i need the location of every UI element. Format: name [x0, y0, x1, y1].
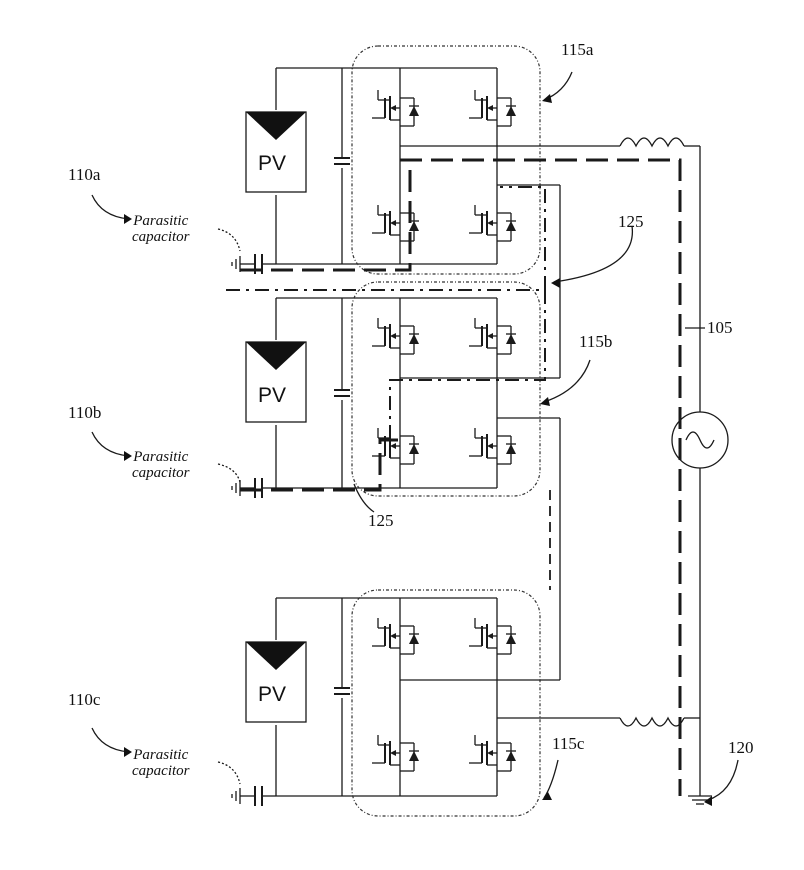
parasitic-label-b-line1: Parasitic	[133, 449, 189, 465]
label-panel-b: 110b	[68, 403, 102, 422]
parasitic-label-c-line2: capacitor	[132, 763, 190, 779]
parasitic-label-c: Parasitic capacitor	[132, 747, 190, 779]
pv-label-c: PV	[258, 683, 287, 706]
parasitic-label-b-line2: capacitor	[132, 465, 190, 481]
parasitic-label-a-line2: capacitor	[132, 229, 190, 245]
label-grid: 105	[707, 318, 733, 337]
parasitic-capacitors	[231, 253, 276, 807]
parasitic-label-c-line1: Parasitic	[133, 747, 189, 763]
leakage-paths	[226, 158, 682, 796]
inverter-b	[245, 281, 541, 497]
pv-label-b: PV	[258, 384, 287, 407]
label-path-bottom: 125	[368, 511, 394, 530]
label-path-top: 125	[618, 212, 644, 231]
parasitic-label-a-line1: Parasitic	[133, 213, 189, 229]
pv-label-a: PV	[258, 152, 287, 175]
parasitic-label-a: Parasitic capacitor	[132, 213, 190, 245]
label-ground: 120	[728, 738, 754, 757]
label-panel-c: 110c	[68, 690, 101, 709]
label-module-a: 115a	[561, 40, 594, 59]
label-module-c: 115c	[552, 734, 585, 753]
label-module-b: 115b	[579, 332, 613, 351]
parasitic-label-b: Parasitic capacitor	[132, 449, 190, 481]
inverter-c	[245, 589, 541, 817]
callout-arrows	[91, 71, 739, 806]
label-panel-a: 110a	[68, 165, 101, 184]
